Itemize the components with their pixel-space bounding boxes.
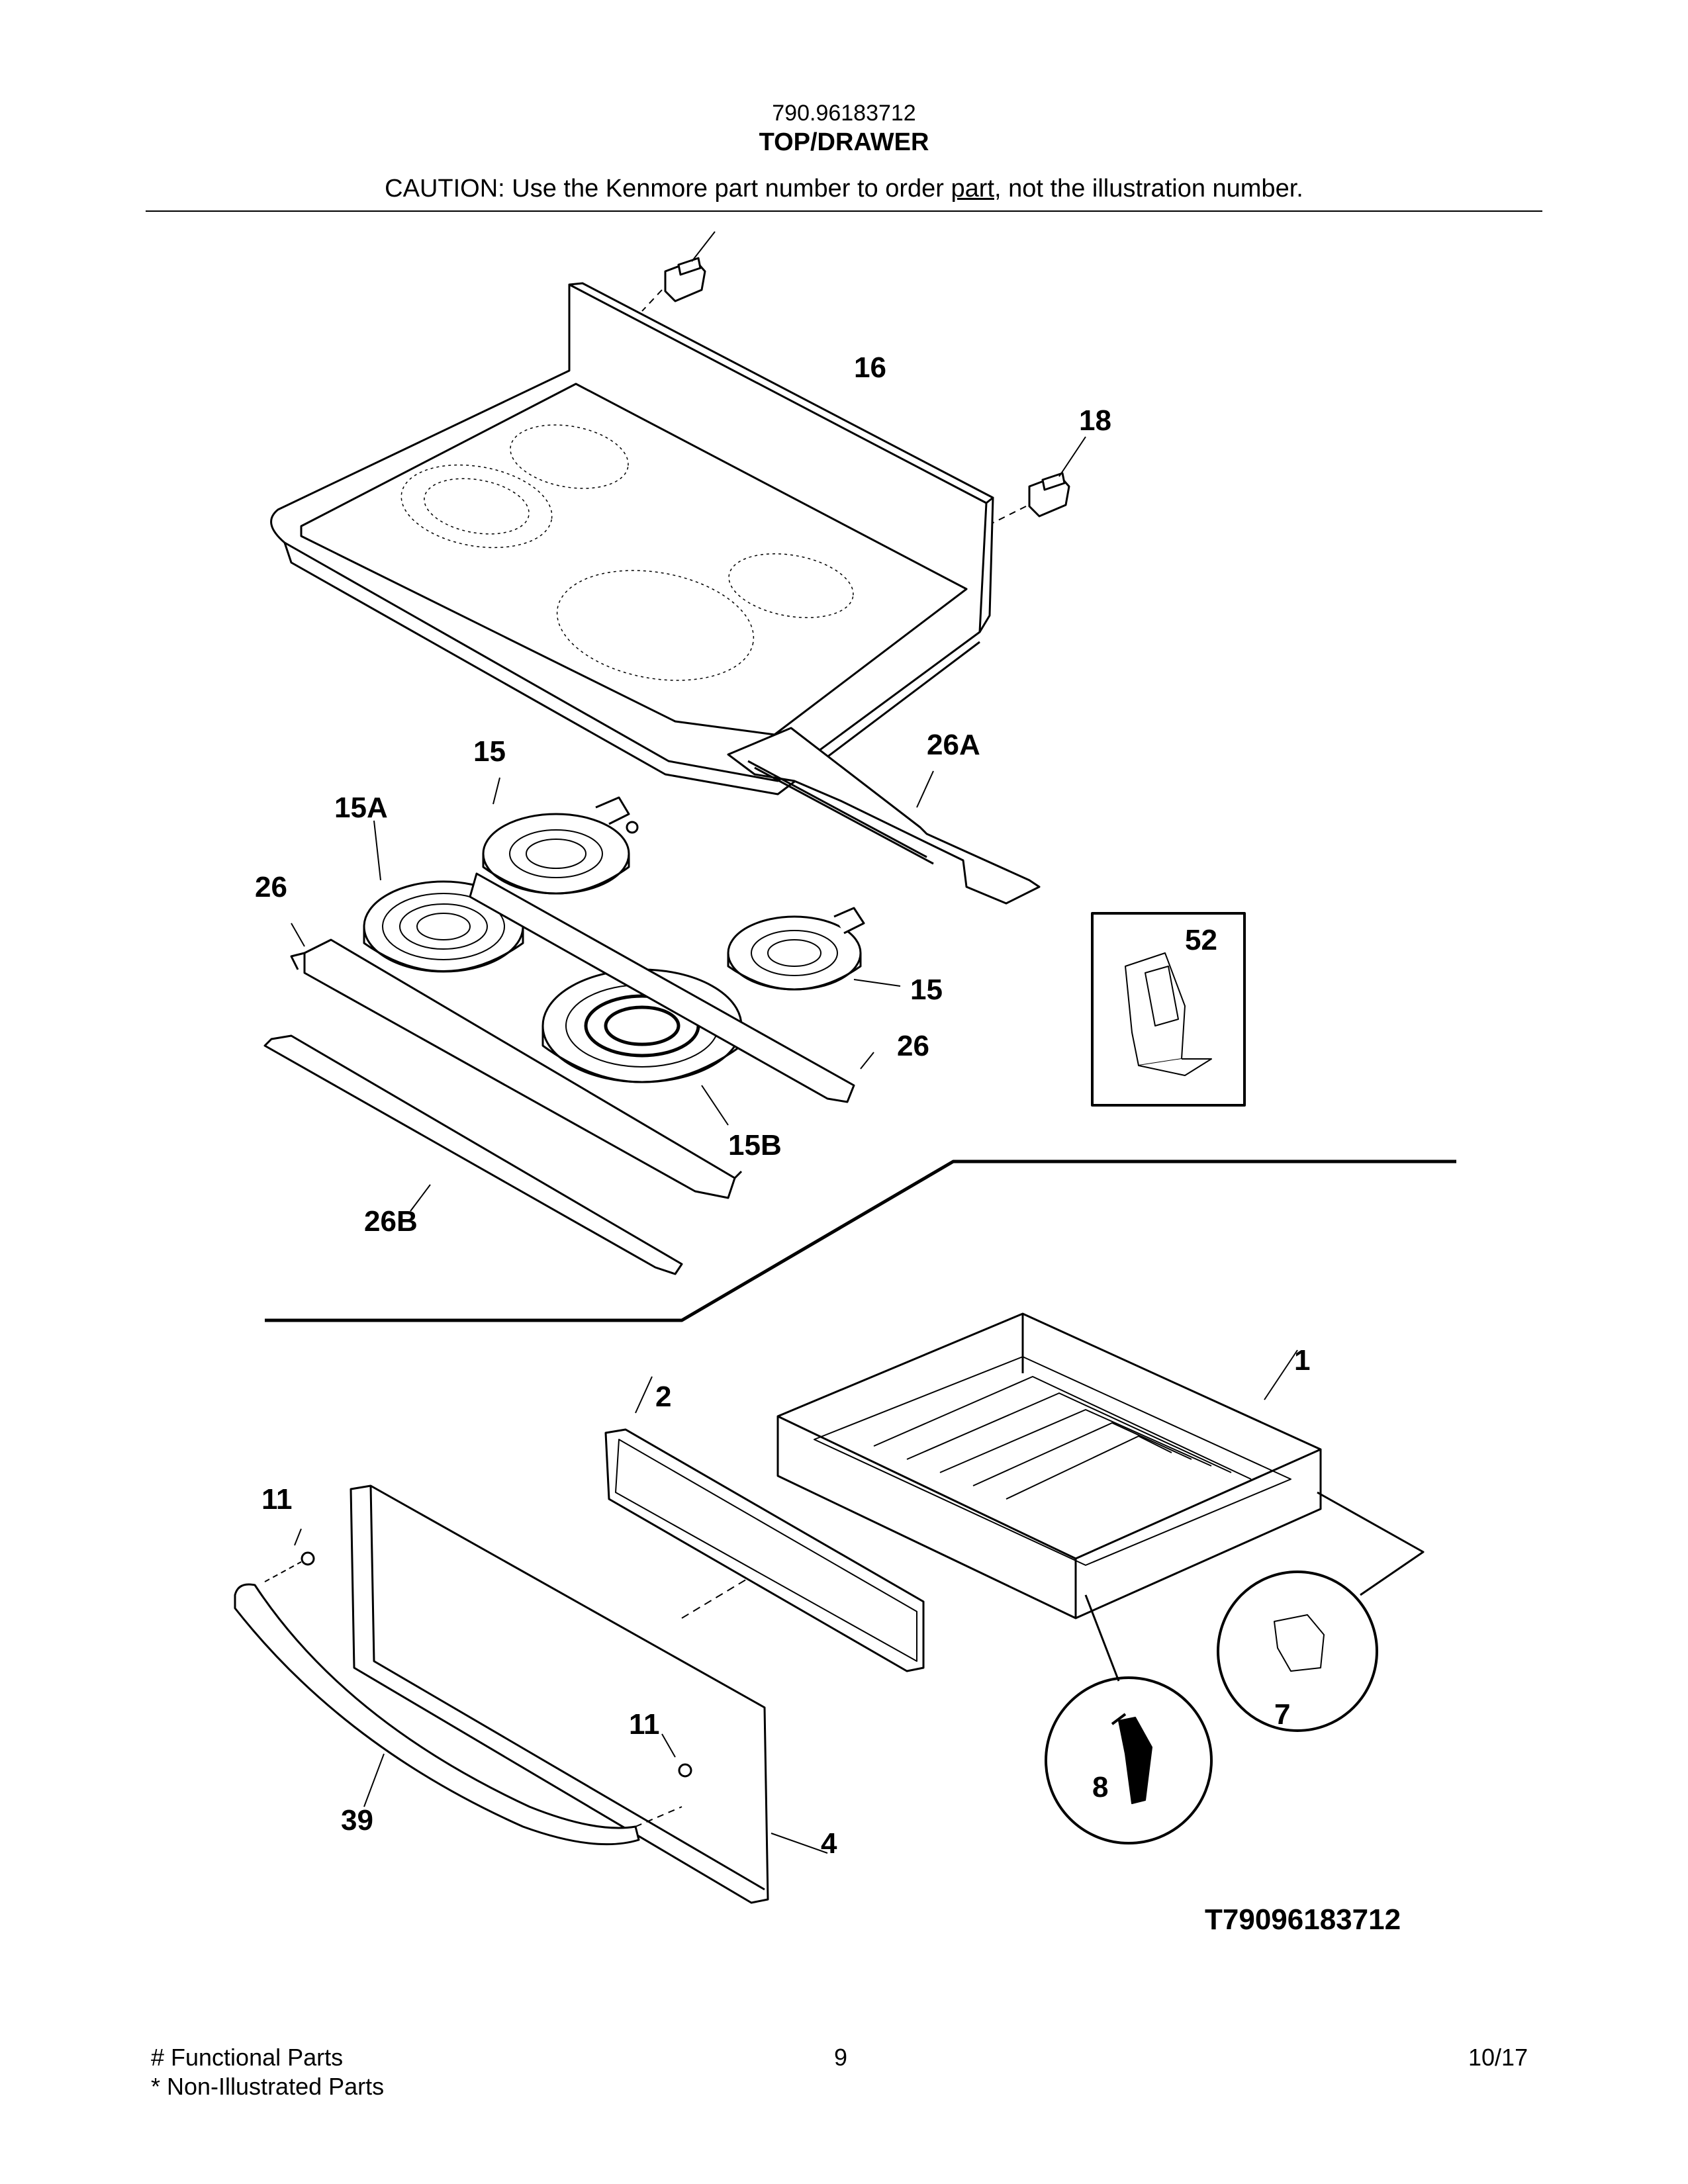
burner-part-15-right[interactable]	[727, 907, 901, 991]
screw-part-11-right[interactable]	[661, 1733, 692, 1778]
model-number: 790.96183712	[772, 101, 916, 126]
callout-11-right: 11	[629, 1708, 660, 1741]
drawer-panel-part-2[interactable]	[604, 1376, 925, 1672]
detail-part-8[interactable]	[1045, 1594, 1213, 1844]
callout-1: 1	[1294, 1344, 1310, 1377]
callout-18: 18	[1079, 404, 1111, 437]
page-number: 9	[834, 2044, 848, 2071]
legend-functional: # Functional Parts	[151, 2044, 344, 2071]
handle-part-39[interactable]	[234, 1583, 682, 1846]
callout-26A: 26A	[927, 729, 980, 761]
callout-2: 2	[655, 1381, 671, 1413]
callout-8: 8	[1092, 1771, 1108, 1803]
diagram-code: T79096183712	[1205, 1903, 1401, 1936]
callout-7: 7	[1274, 1698, 1290, 1731]
callout-16: 16	[854, 351, 886, 384]
detail-part-7[interactable]	[1217, 1491, 1425, 1732]
legend-non-illustrated: * Non-Illustrated Parts	[151, 2073, 385, 2100]
callout-26B: 26B	[364, 1205, 418, 1238]
drawer-body-part-1[interactable]	[776, 1312, 1322, 1619]
caution-note: CAUTION: Use the Kenmore part number to …	[0, 175, 1688, 203]
header-rule	[146, 210, 1542, 212]
callout-26-right: 26	[897, 1030, 929, 1062]
callout-15-rear: 15	[473, 735, 506, 768]
screw-part-11-left[interactable]	[264, 1528, 315, 1582]
caution-text-after: , not the illustration number.	[994, 175, 1303, 203]
caution-text-before: CAUTION: Use the Kenmore part number to …	[385, 175, 951, 203]
callout-52: 52	[1185, 924, 1217, 956]
callout-39: 39	[341, 1804, 373, 1837]
inset-part-52[interactable]	[1091, 912, 1246, 1107]
bracket-part-18-side[interactable]	[992, 436, 1086, 523]
revision-date: 10/17	[1468, 2044, 1528, 2071]
rail-part-26-left[interactable]	[290, 923, 743, 1199]
bracket-part-18-rear[interactable]	[641, 231, 716, 312]
caution-link-part[interactable]: part	[951, 175, 994, 203]
callout-15B: 15B	[728, 1129, 782, 1161]
drawer-front-part-4[interactable]	[350, 1484, 828, 1904]
bracket-part-26A[interactable]	[727, 727, 1041, 905]
burner-part-15-rear[interactable]	[482, 777, 639, 895]
section-divider	[265, 1160, 1456, 1322]
callout-4: 4	[821, 1827, 837, 1860]
rail-part-26-right[interactable]	[469, 872, 874, 1103]
section-title: TOP/DRAWER	[759, 128, 929, 156]
callout-15-right: 15	[910, 974, 943, 1006]
callout-11-left: 11	[261, 1483, 293, 1516]
callout-15A: 15A	[334, 792, 388, 824]
callout-26-left: 26	[255, 871, 287, 903]
rail-part-26B[interactable]	[263, 1034, 683, 1275]
